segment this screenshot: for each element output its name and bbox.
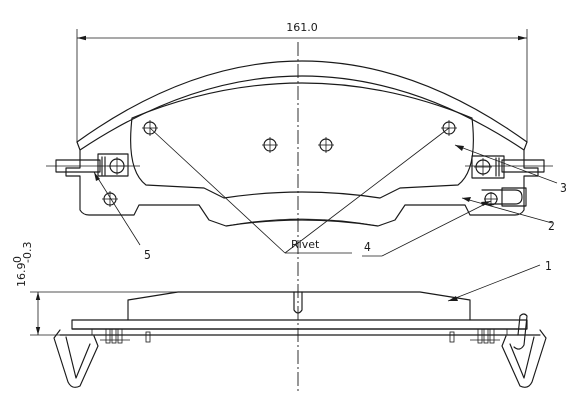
plate-hole-left <box>102 191 118 207</box>
thickness-dimension: 16.9 0 -0.3 <box>11 242 182 336</box>
wear-indicator <box>481 187 527 207</box>
callout-2: 2 <box>548 219 555 233</box>
friction-block-side <box>127 291 471 321</box>
thickness-tol-upper: 0 <box>11 256 24 263</box>
callouts: 1 2 3 4 5 <box>93 144 567 302</box>
thickness-tol-lower: -0.3 <box>21 242 34 263</box>
right-clip <box>465 155 553 179</box>
side-rivets <box>100 328 500 344</box>
center-hole-right <box>318 137 334 153</box>
width-dimension: 161.0 <box>76 21 528 142</box>
width-dimension-label: 161.0 <box>286 21 318 34</box>
backing-plate-outline <box>65 75 539 227</box>
friction-material-outline <box>130 82 474 199</box>
callout-4: 4 <box>364 240 371 254</box>
backing-plate-side <box>71 319 528 330</box>
pad-side-view <box>53 291 547 388</box>
callout-1: 1 <box>545 259 552 273</box>
left-clip <box>46 153 140 177</box>
thickness-value: 16.9 <box>15 263 28 288</box>
center-hole-left <box>262 137 278 153</box>
pad-top-view <box>65 60 539 227</box>
callout-5: 5 <box>144 248 151 262</box>
rivet-leaders: Rivet <box>149 127 450 254</box>
rivet-label: Rivet <box>291 238 320 251</box>
callout-3: 3 <box>560 181 567 195</box>
